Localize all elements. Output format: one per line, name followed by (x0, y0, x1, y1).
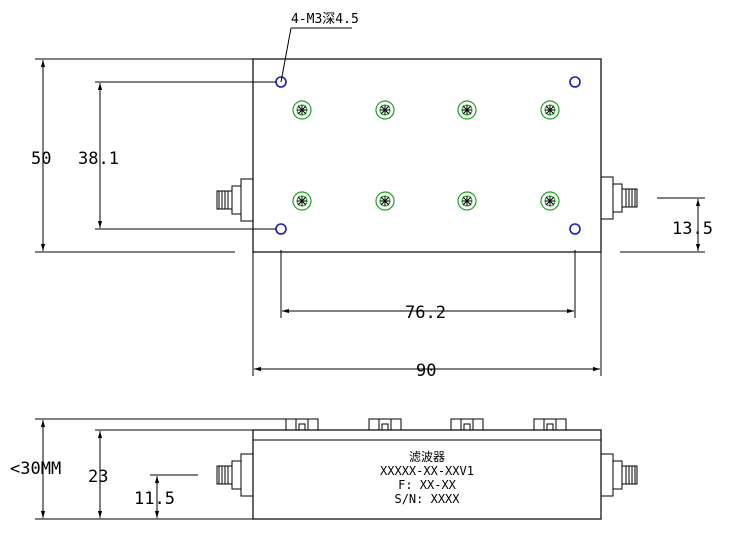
dim-width-total-label: 90 (416, 361, 436, 381)
dim-side-height-max-label: <30MM (10, 459, 61, 479)
mounting-hole-top-right (569, 76, 581, 88)
screw-nut (450, 418, 484, 431)
top-view-body (252, 58, 602, 253)
tuning-screw (540, 191, 560, 211)
side-right-connector (600, 453, 638, 497)
dim-connector-offset-label: 13.5 (672, 219, 713, 239)
hole-callout-text: 4-M3深4.5 (291, 12, 359, 27)
mounting-hole-bottom-left (275, 223, 287, 235)
dim-connector-offset (620, 197, 705, 253)
dim-side-connector-height-label: 11.5 (134, 489, 175, 509)
tuning-screw (375, 100, 395, 120)
mounting-hole-bottom-right (569, 223, 581, 235)
tuning-screw (292, 100, 312, 120)
tuning-screw (375, 191, 395, 211)
label-model: XXXXX-XX-XXV1 (380, 464, 474, 478)
side-left-connector (216, 453, 254, 497)
dim-side-connector-height (150, 474, 198, 518)
tuning-screws (292, 100, 560, 211)
hole-callout: 4-M3深4.5 (280, 12, 359, 83)
tuning-screw (540, 100, 560, 120)
left-connector (216, 178, 254, 222)
screw-nut (285, 418, 319, 431)
dim-height-total-label: 50 (31, 149, 51, 169)
right-connector (600, 176, 638, 220)
dim-hole-spacing-horizontal-label: 76.2 (405, 303, 446, 323)
screw-nut (533, 418, 567, 431)
screw-nut (368, 418, 402, 431)
dim-width-total (252, 252, 602, 376)
dim-hole-spacing-vertical (95, 81, 276, 230)
dim-side-height-label: 23 (88, 467, 108, 487)
dim-side-height (95, 429, 253, 518)
tuning-screw (457, 191, 477, 211)
label-frequency: F: XX-XX (398, 478, 457, 492)
label-title: 滤波器 (409, 450, 445, 464)
dim-height-total (35, 58, 253, 253)
dim-side-height-max (35, 418, 290, 520)
mounting-holes (275, 76, 581, 235)
side-view-screw-nuts (285, 418, 567, 431)
tuning-screw (457, 100, 477, 120)
dim-hole-spacing-vertical-label: 38.1 (78, 149, 119, 169)
tuning-screw (292, 191, 312, 211)
dim-hole-spacing-horizontal (280, 250, 576, 318)
label-serial: S/N: XXXX (394, 492, 460, 506)
